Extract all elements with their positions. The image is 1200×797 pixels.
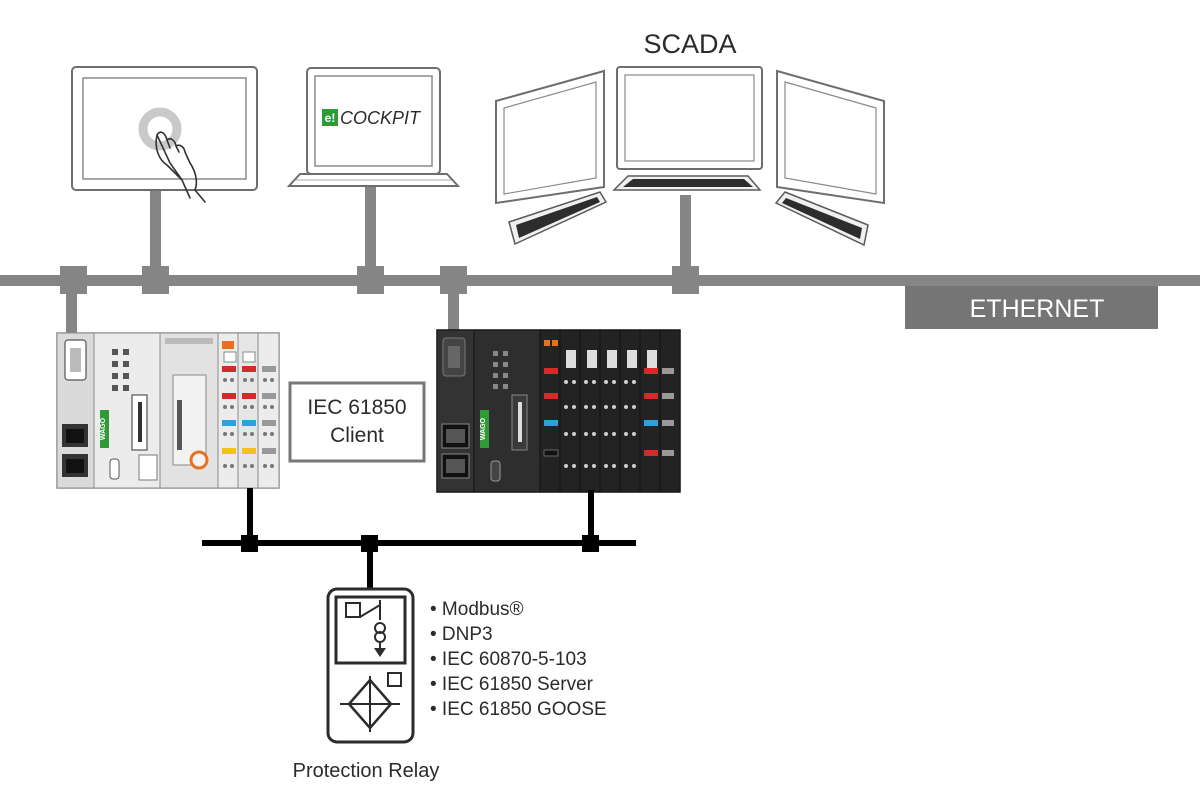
cockpit-logo-mark xyxy=(322,109,338,126)
protocol-item: • IEC 60870-5-103 xyxy=(430,649,587,670)
protocol-list: • Modbus® • DNP3 • IEC 60870-5-103 • IEC… xyxy=(430,599,607,720)
ethernet-label-box xyxy=(905,286,1158,329)
io-terminal-block xyxy=(222,341,276,468)
io-terminal-block xyxy=(539,329,681,493)
scada-monitor-icon xyxy=(776,69,885,205)
client-label-line2: Client xyxy=(330,424,384,447)
circuit-breaker-icon xyxy=(345,600,381,620)
bus-connector xyxy=(142,266,169,294)
ethernet-label: ETHERNET xyxy=(970,295,1105,323)
plc-controller-icon: WAGO xyxy=(56,332,280,489)
bus-connector xyxy=(582,535,599,552)
client-label-line1: IEC 61850 xyxy=(307,396,406,419)
relay-title: Protection Relay xyxy=(293,760,440,782)
bus-connector xyxy=(357,266,384,294)
laptop-icon: e! COCKPIT xyxy=(286,67,461,187)
plc-controller-icon: WAGO xyxy=(436,329,681,493)
keyboard-icon xyxy=(508,191,608,246)
field-bus xyxy=(202,488,636,593)
transformer-icon xyxy=(374,622,386,657)
protocol-item: • IEC 61850 Server xyxy=(430,674,594,695)
arrow-cross-icon xyxy=(340,676,400,732)
keyboard-icon xyxy=(774,191,869,247)
scada-monitor-icon xyxy=(616,66,763,170)
keyboard-icon xyxy=(612,175,762,191)
bus-connector xyxy=(672,266,699,294)
wago-logo: WAGO xyxy=(480,417,487,440)
iec61850-client-box: IEC 61850 Client xyxy=(288,381,426,463)
wago-logo: WAGO xyxy=(100,417,107,440)
cockpit-name: COCKPIT xyxy=(340,108,422,128)
protocol-item: • IEC 61850 GOOSE xyxy=(430,699,607,720)
bus-connector xyxy=(60,266,87,294)
scada-monitor-icon xyxy=(495,69,605,205)
cockpit-brand: e! xyxy=(325,111,336,125)
scada-title: SCADA xyxy=(643,29,736,59)
bus-connector xyxy=(361,535,378,552)
touch-panel-icon xyxy=(71,66,258,203)
bus-connector xyxy=(241,535,258,552)
ethernet-bus: ETHERNET xyxy=(0,185,1200,335)
protocol-item: • DNP3 xyxy=(430,624,493,645)
protocol-item: • Modbus® xyxy=(430,599,524,620)
protection-relay-icon: Protection Relay xyxy=(293,587,440,782)
scada-workstation: SCADA xyxy=(495,29,885,247)
bus-connector xyxy=(440,266,467,294)
